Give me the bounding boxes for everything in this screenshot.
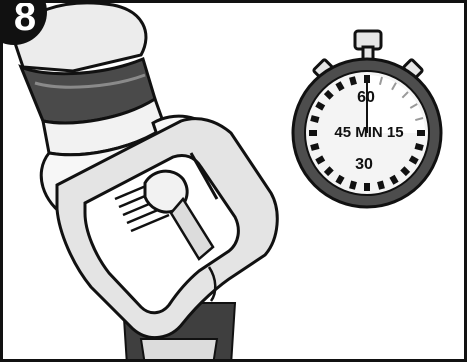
timer-unit-label: MIN: [355, 124, 383, 141]
timer-tick: [311, 118, 319, 120]
timer-tick: [352, 77, 354, 85]
timer-tick: [402, 168, 408, 174]
timer-tick: [311, 146, 319, 148]
timer-label-middle: 45 MIN 15: [319, 124, 419, 142]
timer-tick: [410, 158, 417, 162]
timer-tick: [380, 181, 382, 189]
timer-label-30: 30: [344, 156, 384, 174]
timer-tick: [352, 181, 354, 189]
illustration: [3, 3, 467, 362]
timer-tick: [326, 92, 332, 98]
timer-tick: [338, 83, 342, 90]
timer-label-15: 15: [387, 124, 404, 141]
timer-tick: [392, 176, 396, 183]
step-number: 8: [5, 0, 45, 39]
timer-label-45: 45: [334, 124, 351, 141]
stopwatch-icon: [293, 31, 441, 207]
timer-tick: [338, 176, 342, 183]
timer-tick: [317, 104, 324, 108]
timer-label-60: 60: [346, 89, 386, 107]
timer-tick: [317, 158, 324, 162]
timer-tick: [415, 146, 423, 148]
timer-tick: [326, 168, 332, 174]
